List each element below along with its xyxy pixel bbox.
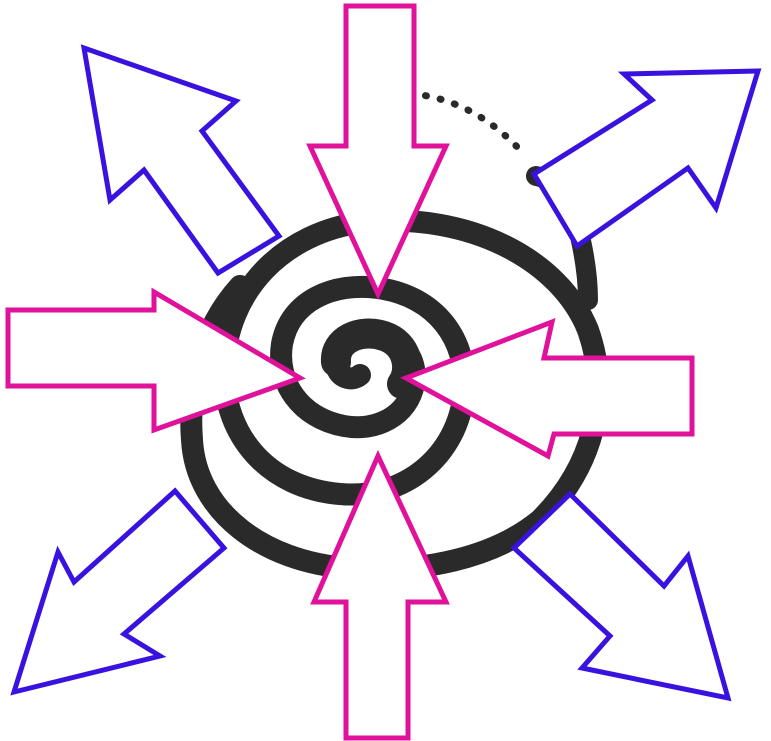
arrow-inward-left-icon (8, 292, 300, 430)
arrow-inward-top-icon (310, 6, 446, 294)
arrow-outward-top-right-icon (534, 71, 758, 246)
arrow-outward-bottom-left-icon (14, 491, 224, 692)
arrow-outward-top-left-icon (84, 48, 279, 273)
arrow-outward-bottom-right-icon (514, 494, 728, 698)
